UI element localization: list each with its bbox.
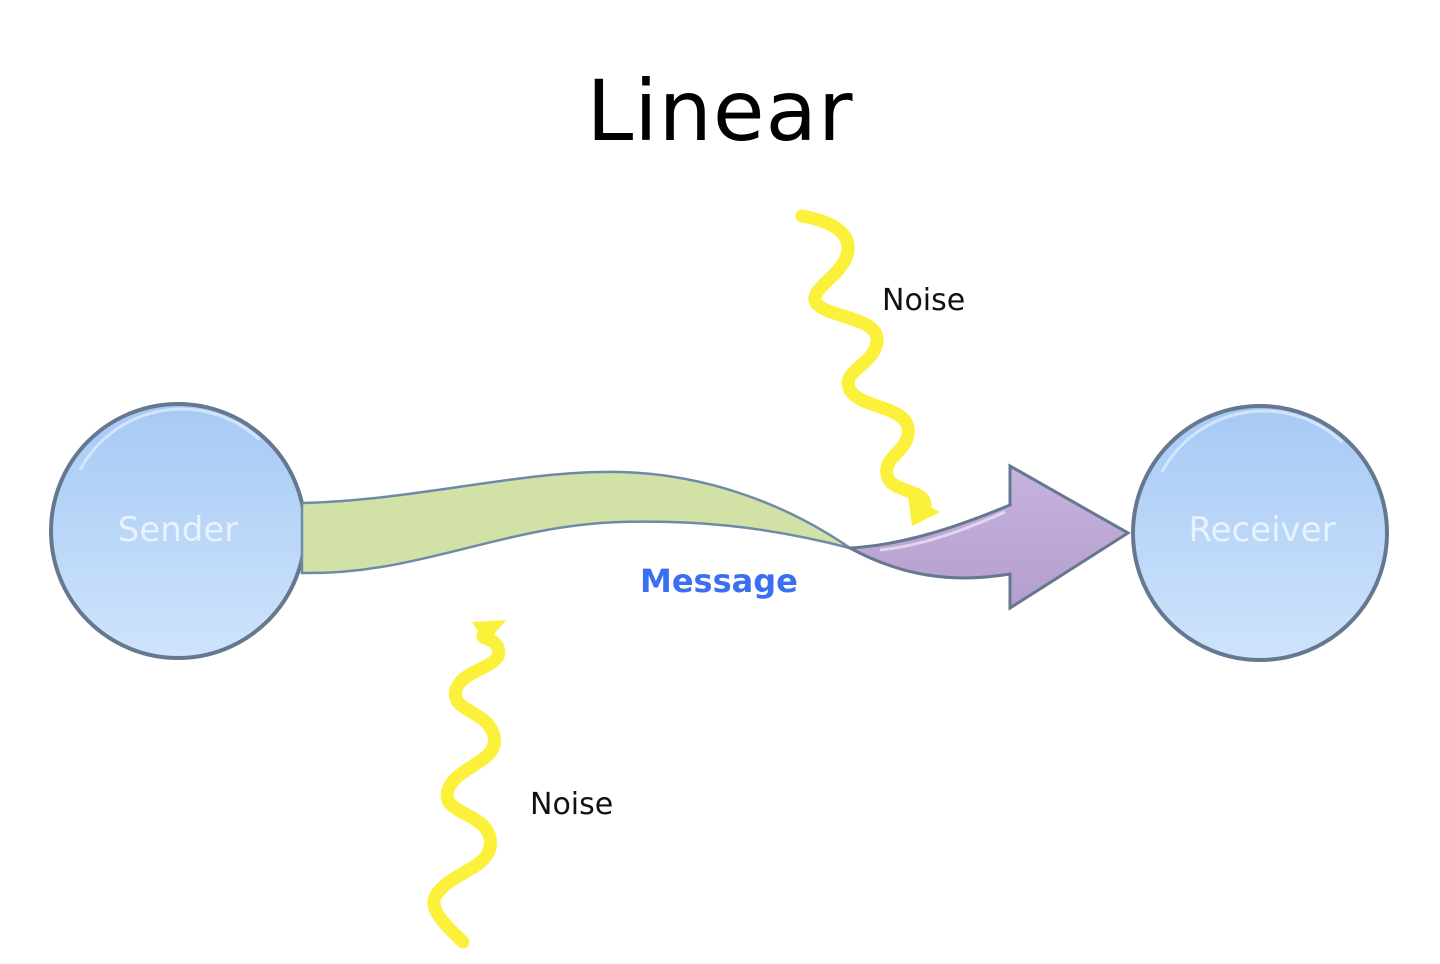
- sender-label: Sender: [117, 510, 239, 550]
- diagram-title: Linear: [586, 62, 854, 160]
- message-label: Message: [640, 562, 798, 600]
- receiver-node: [1131, 404, 1389, 662]
- message-band: [300, 470, 851, 575]
- noise-label-bottom: Noise: [530, 787, 614, 822]
- message-arrow: [844, 463, 1131, 611]
- noise-squiggle-top-icon: [795, 209, 940, 526]
- receiver-label: Receiver: [1188, 510, 1336, 550]
- noise-squiggle-bottom-icon: [427, 620, 506, 949]
- noise-label-top: Noise: [882, 283, 966, 318]
